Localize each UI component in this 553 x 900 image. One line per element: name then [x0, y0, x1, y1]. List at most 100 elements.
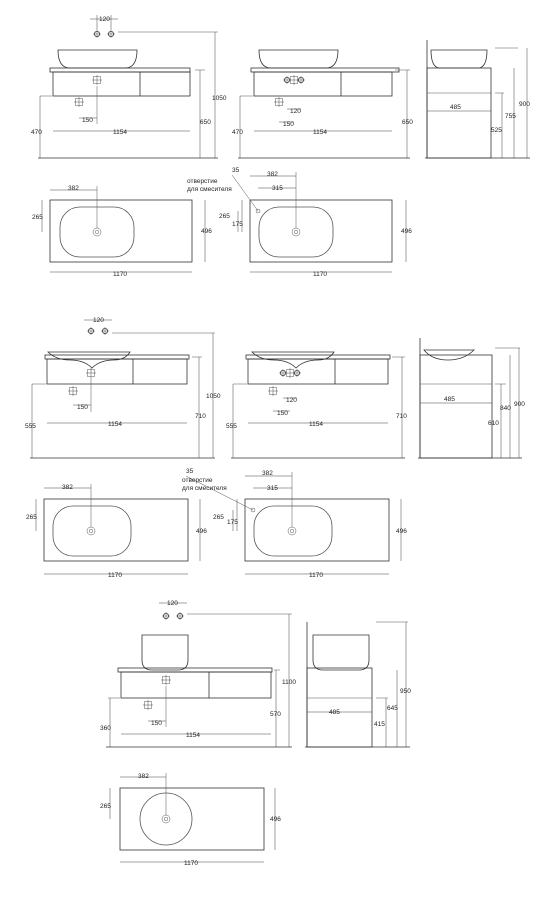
- dim-cabinet-width: 1154: [313, 129, 327, 136]
- dim-center-x: 382: [267, 171, 278, 178]
- drain-icon: [284, 367, 296, 379]
- dim-center-x: 382: [262, 470, 273, 477]
- dim-depth: 485: [329, 709, 340, 716]
- dim-holes-spacing: 120: [290, 108, 301, 115]
- faucet-hole-icon: [175, 611, 185, 621]
- front-view-integrated-basin: 120 1050 710 555 150 1154: [25, 317, 221, 459]
- faucet-hole-icon: [161, 611, 171, 621]
- dim-drain-offset: 150: [77, 404, 88, 411]
- siphon-icon: [73, 96, 85, 108]
- dim-depth: 496: [270, 816, 281, 823]
- note-mixer-hole-2: для смесителя: [182, 485, 227, 492]
- front-view-vessel-basin: 120 1050 650 470 150 1154: [31, 15, 227, 159]
- dim-holes-spacing: 120: [286, 397, 297, 404]
- dim-total-height: 1100: [282, 679, 296, 686]
- dim-drain-offset: 150: [277, 410, 288, 417]
- dim-h3: 900: [514, 401, 525, 408]
- drain-icon: [288, 74, 300, 86]
- siphon-icon: [67, 385, 79, 397]
- dim-drain-offset: 150: [283, 121, 294, 128]
- dim-h1: 610: [488, 420, 499, 427]
- front-view-basin-mixer: 120 150 650 470 1154: [232, 49, 413, 159]
- top-view-integrated-basin: 382 265 496 1170: [26, 484, 207, 579]
- dim-center-x: 382: [68, 185, 79, 192]
- front-view-round-vessel: 120 1100 570 360 150 1154: [100, 600, 296, 748]
- dim-depth: 496: [196, 528, 207, 535]
- dim-holes-spacing: 120: [93, 317, 104, 324]
- dim-center-x: 382: [62, 484, 73, 491]
- dim-h2: 840: [500, 405, 511, 412]
- faucet-hole-icon: [106, 29, 116, 39]
- dim-holes-spacing: 120: [167, 600, 178, 607]
- faucet-hole-icon: [86, 326, 96, 336]
- dim-mixer-y: 175: [227, 519, 238, 526]
- dim-width: 1170: [108, 572, 122, 579]
- dim-h2: 755: [505, 113, 516, 120]
- dim-mixer-y: 175: [232, 221, 243, 228]
- dim-depth: 485: [444, 396, 455, 403]
- dim-h3: 900: [519, 101, 530, 108]
- dim-floor-height: 360: [100, 725, 111, 732]
- dim-center-y: 265: [219, 213, 230, 220]
- mixer-hole-icon: [255, 208, 261, 214]
- mixer-hole-icon: [250, 507, 256, 513]
- dim-cabinet-width: 1154: [108, 421, 122, 428]
- siphon-icon: [142, 699, 154, 711]
- dim-total-height: 1050: [212, 95, 227, 102]
- dim-body-height: 650: [200, 119, 211, 126]
- drain-icon: [160, 674, 172, 686]
- dim-total-height: 1050: [206, 393, 221, 400]
- side-view-3: 485 415 645 950: [305, 621, 411, 748]
- dim-center-y: 265: [100, 803, 111, 810]
- dim-body-height: 650: [402, 119, 413, 126]
- dim-width: 1170: [309, 572, 323, 579]
- dim-cabinet-width: 1154: [309, 421, 323, 428]
- drain-icon: [91, 74, 103, 86]
- dim-center-y: 265: [32, 214, 43, 221]
- dim-center-y: 265: [213, 514, 224, 521]
- siphon-icon: [267, 385, 279, 397]
- dim-cabinet-width: 1154: [113, 129, 127, 136]
- dim-center-y: 265: [26, 514, 37, 521]
- faucet-hole-icon: [92, 29, 102, 39]
- dim-drain-offset: 150: [151, 720, 162, 727]
- dim-center-x: 382: [138, 773, 149, 780]
- dim-body-height: 570: [270, 711, 281, 718]
- dim-body-height: 710: [195, 413, 206, 420]
- dim-mixer-x: 315: [272, 185, 283, 192]
- dim-depth: 496: [401, 228, 412, 235]
- dim-35: 35: [232, 167, 240, 174]
- dim-cabinet-width: 1154: [186, 732, 200, 739]
- top-view-integrated-mixer: 35 отверстие для смесителя 382 315 265 1…: [182, 468, 407, 579]
- dim-h2: 645: [387, 705, 398, 712]
- dim-h3: 950: [400, 688, 411, 695]
- dim-floor-height: 470: [31, 129, 42, 136]
- dim-width: 1170: [184, 860, 198, 867]
- top-view-vessel-basin: 382 265 496 1170: [32, 185, 212, 278]
- faucet-hole-icon: [100, 326, 110, 336]
- front-view-integrated-mixer: 120 150 710 555 1154: [226, 351, 407, 459]
- drain-icon: [85, 367, 97, 379]
- dim-holes-spacing: 120: [99, 16, 110, 23]
- top-view-round-vessel: 382 265 496 1170: [100, 773, 281, 867]
- siphon-icon: [273, 96, 285, 108]
- note-mixer-hole-1: отверстие: [182, 477, 213, 484]
- dim-h1: 415: [374, 721, 385, 728]
- dim-depth: 485: [450, 104, 461, 111]
- note-mixer-hole-2: для смесителя: [187, 186, 232, 193]
- dim-h1: 525: [491, 127, 502, 134]
- dim-floor-height: 555: [25, 423, 36, 430]
- dim-drain-offset: 150: [82, 117, 93, 124]
- dim-body-height: 710: [396, 413, 407, 420]
- dim-depth: 496: [201, 228, 212, 235]
- dim-floor-height: 470: [232, 129, 243, 136]
- dim-mixer-x: 315: [267, 485, 278, 492]
- side-view: 485 525 755 900: [425, 40, 530, 159]
- dim-35: 35: [186, 468, 194, 475]
- dim-floor-height: 555: [226, 423, 237, 430]
- note-mixer-hole-1: отверстие: [187, 178, 218, 185]
- top-view-mixer-hole: 35 отверстие для смесителя 382 315 265 1…: [187, 167, 412, 278]
- dim-depth: 496: [396, 528, 407, 535]
- side-view-2: 485 610 840 900: [418, 338, 525, 459]
